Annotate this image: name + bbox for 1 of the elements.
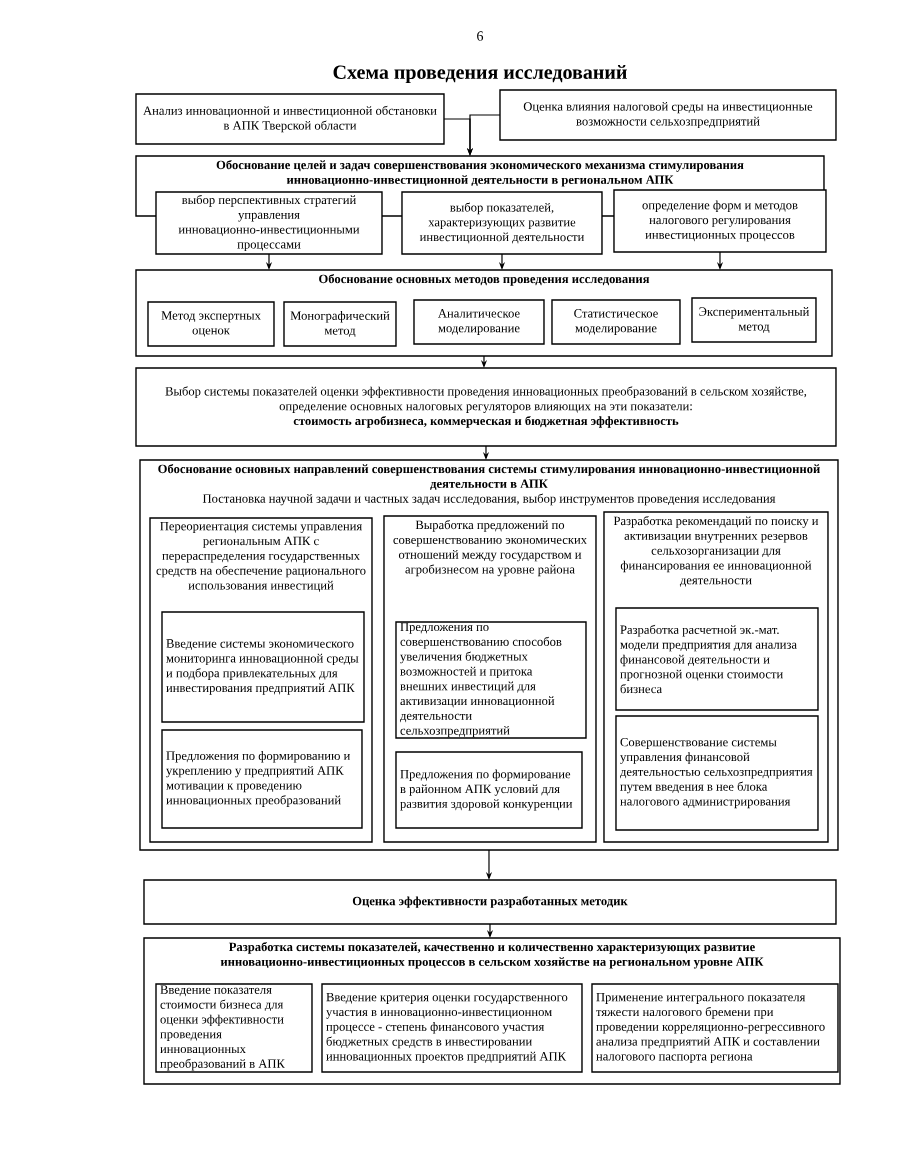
title: Схема проведения исследований — [333, 65, 627, 84]
